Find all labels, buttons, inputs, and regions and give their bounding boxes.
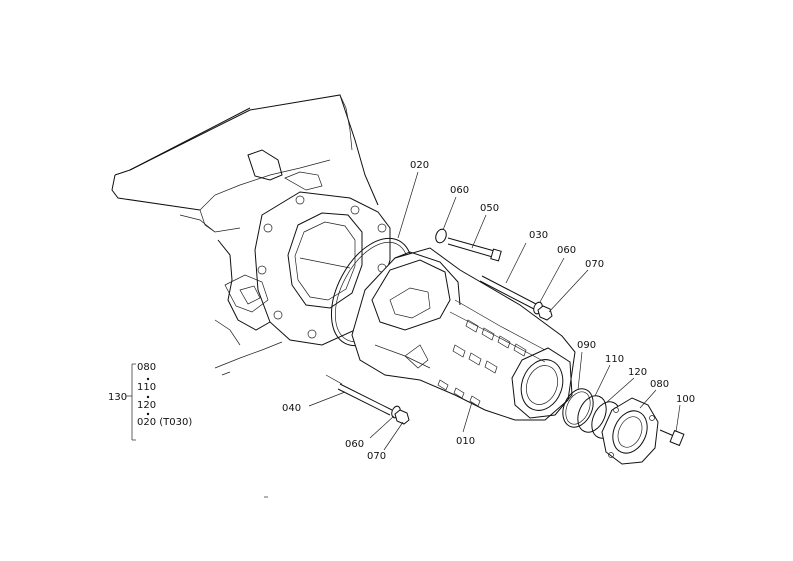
callout-070-right: 070 (585, 259, 604, 270)
kit-item-2: 110 (137, 382, 156, 393)
part-070-nut-right (537, 305, 553, 321)
leader-lines (308, 171, 681, 451)
kit-group: 130 080 110 120 020 (T030) (108, 362, 192, 441)
kit-item-1: 080 (137, 362, 156, 373)
callout-100: 100 (676, 394, 695, 405)
part-060-washer-top (435, 228, 447, 244)
callout-060-right: 060 (557, 245, 576, 256)
part-090-o-ring (562, 388, 594, 428)
callout-090: 090 (577, 340, 596, 351)
callout-020: 020 (410, 160, 429, 171)
housing-ribs (437, 319, 527, 407)
callout-labels: 020 060 050 030 060 070 040 060 070 010 … (282, 160, 695, 462)
part-100-screw (659, 429, 685, 447)
callout-040: 040 (282, 403, 301, 414)
engine-block (111, 94, 379, 376)
kit-item-3: 120 (137, 400, 156, 411)
kit-assembly-number: 130 (108, 392, 127, 403)
part-080-cover (601, 397, 659, 465)
callout-030: 030 (529, 230, 548, 241)
part-070-nut-bottom (394, 409, 410, 425)
callout-060-top: 060 (450, 185, 469, 196)
callout-110: 110 (605, 354, 624, 365)
part-040-stud (325, 374, 393, 416)
part-010-housing (351, 247, 576, 421)
part-050-bolt (447, 237, 502, 262)
callout-050: 050 (480, 203, 499, 214)
part-110-seal (577, 395, 607, 433)
callout-010: 010 (456, 436, 475, 447)
callout-070-bottom: 070 (367, 451, 386, 462)
kit-item-4: 020 (T030) (137, 417, 192, 428)
callout-120: 120 (628, 367, 647, 378)
part-030-stud (479, 275, 537, 310)
callout-060-bottom: 060 (345, 439, 364, 450)
callout-080: 080 (650, 379, 669, 390)
